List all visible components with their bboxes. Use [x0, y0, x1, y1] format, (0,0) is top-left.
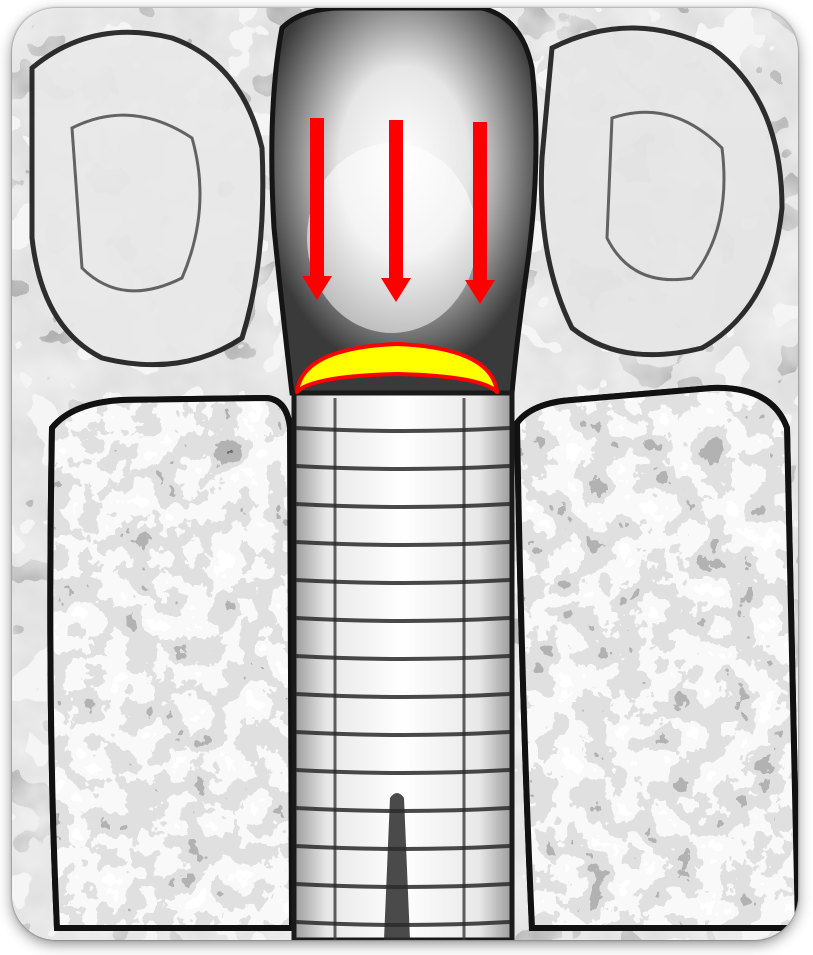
trachea: [294, 393, 512, 940]
upper-right-structure: [541, 28, 782, 355]
illustration-frame: [12, 8, 798, 940]
right-thyroid-lobe: [507, 378, 798, 940]
left-thyroid-lobe: [42, 388, 302, 940]
anatomical-illustration: [12, 8, 798, 940]
upper-left-structure: [32, 32, 263, 364]
